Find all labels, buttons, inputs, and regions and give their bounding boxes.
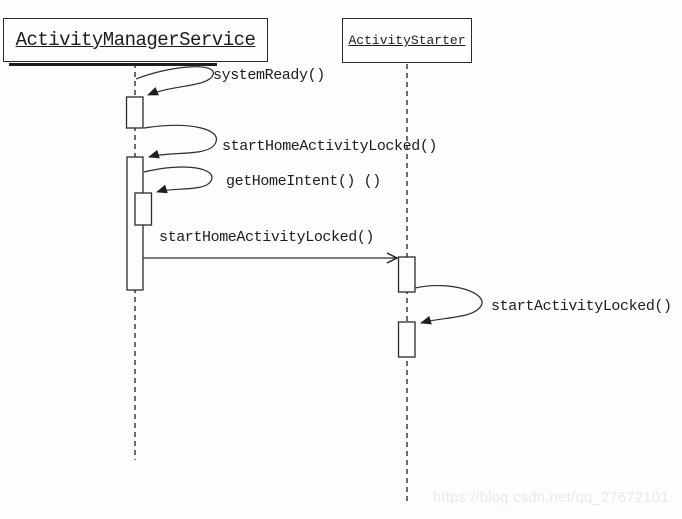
actor-label-activitystarter: ActivityStarter [348, 33, 466, 48]
csdn-watermark: https://blog.csdn.net/qq_27672101 [433, 490, 669, 506]
self-call-arrow-systemready [135, 66, 214, 96]
activation-ams-gethomeintent [134, 192, 153, 226]
message-label-starthomeactivitylocked-self: startHomeActivityLocked() [222, 138, 438, 155]
actor-label-activitymanagerservice: ActivityManagerService [15, 29, 256, 51]
actor-box-activitystarter: ActivityStarter [342, 18, 472, 63]
self-call-arrow-startactivitylocked [414, 284, 483, 325]
self-call-arrow-gethomeintent [143, 166, 213, 194]
message-label-startactivitylocked: startActivityLocked() [491, 298, 672, 315]
actor-box-shadow-line [9, 63, 217, 66]
activation-starter-startactivitylocked [397, 321, 416, 358]
activation-starter-starthomeactivitylocked [397, 256, 416, 293]
message-label-gethomeintent: getHomeIntent() () [226, 173, 381, 190]
message-label-systemready: systemReady() [213, 67, 325, 84]
activation-ams-systemready [125, 96, 144, 129]
message-label-starthomeactivitylocked-call: startHomeActivityLocked() [159, 229, 375, 246]
self-call-arrow-starthomeactivitylocked [143, 124, 218, 159]
actor-box-activitymanagerservice: ActivityManagerService [3, 18, 268, 62]
